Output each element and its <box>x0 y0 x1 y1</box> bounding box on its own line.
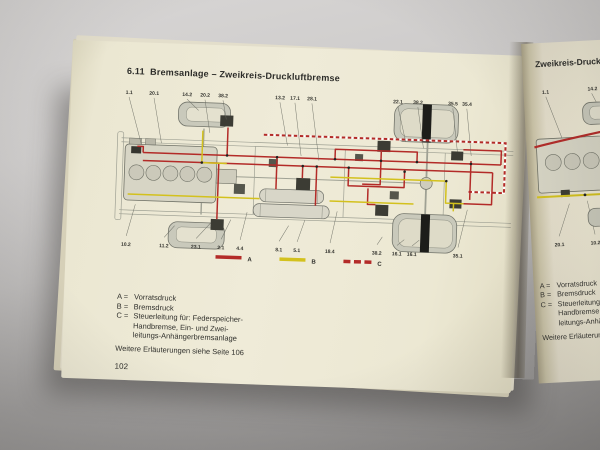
part-label: 35.5 <box>448 101 458 107</box>
legend-key-c: C <box>377 262 382 268</box>
part-label: 35.4 <box>462 102 472 108</box>
part-label: 16.1 <box>407 252 417 258</box>
part-label: 38.2 <box>218 93 228 99</box>
part-label: 10.2 <box>591 240 600 247</box>
air-tanks <box>252 188 330 220</box>
part-label: 8.1 <box>275 247 282 253</box>
part-label: 28.1 <box>307 96 317 102</box>
left-page: 6.11 Bremsanlage – Zweikreis-Druckluftbr… <box>61 40 523 394</box>
junction-dot <box>583 193 587 197</box>
diagram-bottom-labels: 10.2 11.2 23.1 2.1 4.4 8.1 5.1 18.4 38.2… <box>121 242 463 260</box>
part-label: 2.1 <box>217 245 224 251</box>
legend-swatch-c <box>343 259 372 265</box>
part-label: 4.4 <box>236 246 243 252</box>
legend-line-key <box>116 320 133 330</box>
part-label: 14.2 <box>182 92 192 98</box>
part-label: 10.2 <box>121 242 131 248</box>
part-label: 20.1 <box>555 242 565 249</box>
leader-lines <box>545 93 599 237</box>
diagram-top-labels: 1.1 20.1 14.2 20.2 38.2 13.2 17.1 28.1 2… <box>126 90 473 108</box>
supply-line-red <box>534 124 600 149</box>
brake-lines-yellow <box>127 130 464 212</box>
part-label: 23.1 <box>191 244 201 250</box>
control-line-c <box>263 133 507 195</box>
part-label: 20.2 <box>200 92 210 98</box>
rear-dual-wheel-top <box>393 103 459 144</box>
right-footnote: Weitere Erläuterun <box>542 330 600 343</box>
part-label: 20.1 <box>149 91 159 97</box>
valves-and-chambers <box>210 115 464 231</box>
part-label: 35.1 <box>453 253 463 259</box>
legend-key-b: B <box>311 259 316 265</box>
legend-line-text: leitungs-Anhä <box>558 315 600 328</box>
junction-dots <box>200 154 473 183</box>
front-wheel-bottom <box>167 221 225 250</box>
section-title: 6.11 Bremsanlage – Zweikreis-Druckluftbr… <box>126 65 341 84</box>
part-label: 22.1 <box>393 99 403 105</box>
part-label: 11.2 <box>159 243 169 249</box>
right-section-title: Zweikreis-Druck <box>534 55 600 70</box>
legend-line-key: C = <box>116 310 129 321</box>
part-label: 13.2 <box>275 95 285 101</box>
part-label: 1.1 <box>542 90 549 96</box>
right-page-diagram-fragment: 1.1 14.2 20.1 10.2 <box>534 86 600 249</box>
legend-line-key: A = <box>116 291 129 302</box>
part-label: 16.1 <box>392 251 402 257</box>
right-legend-text-block: A = Vorratsdruck B = Bremsdruck C = Steu… <box>539 274 600 329</box>
part-label: 5.1 <box>293 248 300 254</box>
legend-text-block: A = Vorratsdruck B = Bremsdruck C = Steu… <box>116 292 348 348</box>
legend-swatch-b <box>279 257 306 262</box>
legend-key-a: A <box>247 257 252 263</box>
right-diagram-labels: 1.1 14.2 20.1 10.2 <box>542 86 600 249</box>
legend-line-key <box>541 318 558 328</box>
footnote: Weitere Erläuterungen siehe Seite 106 <box>115 343 245 358</box>
engine-block <box>123 137 433 204</box>
part-label: 18.4 <box>325 249 335 255</box>
part-label: 17.1 <box>290 96 300 102</box>
part-label: 14.2 <box>587 86 597 93</box>
line-legend: A B C <box>215 255 382 268</box>
part-label: 1.1 <box>126 90 133 96</box>
wheel-top <box>582 100 600 125</box>
leader-lines <box>125 96 472 248</box>
legend-swatch-a <box>215 255 242 260</box>
part-label: 38.2 <box>372 251 382 257</box>
brake-system-diagram: 1.1 20.1 14.2 20.2 38.2 13.2 17.1 28.1 2… <box>114 90 514 268</box>
page-number: 102 <box>114 361 129 372</box>
legend-line-key <box>116 330 133 340</box>
legend-line-key: B = <box>116 301 129 311</box>
rear-dual-wheel-bottom <box>391 213 458 254</box>
wheel-bottom <box>587 206 600 227</box>
part-label: 38.2 <box>413 100 423 106</box>
